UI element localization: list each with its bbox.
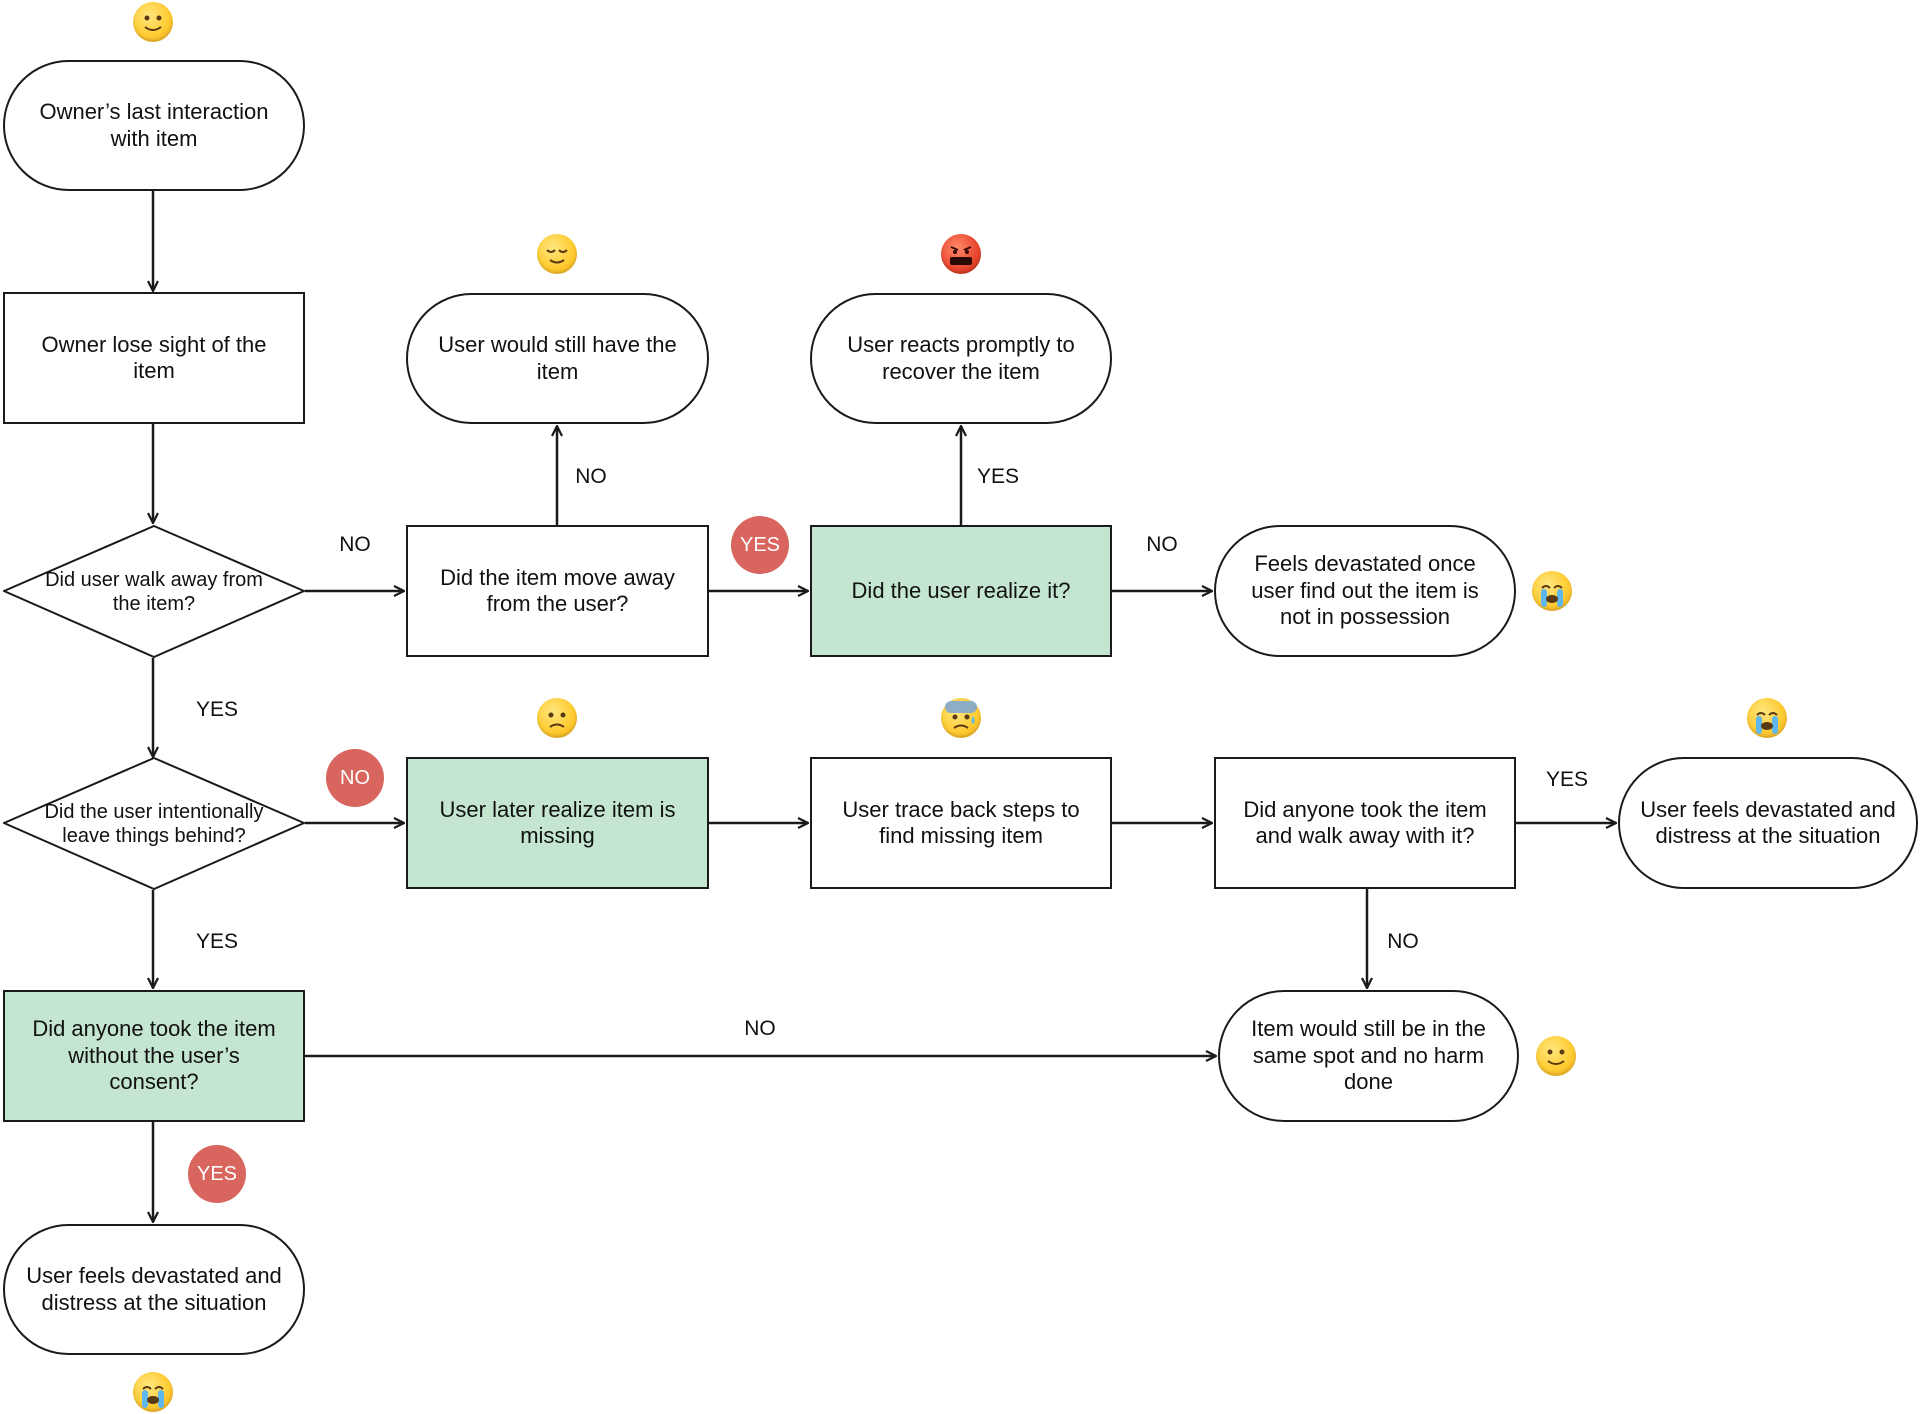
walk-away-text: Did user walk away from the item? [45,568,263,615]
devastated-possession-node: Feels devastated once user find out the … [1214,525,1516,657]
badge-intentional-no: NO [326,749,384,807]
still-have-node: User would still have the item [406,293,709,424]
edge-label-took-walk-yes: YES [1545,768,1589,791]
start-node: Owner’s last interaction with item [3,60,305,191]
worried-face-icon [537,698,577,738]
devastated-bottom-node: User feels devastated and distress at th… [3,1224,305,1355]
badge-consent-yes: YES [188,1145,246,1203]
trace-back-node: User trace back steps to find missing it… [810,757,1112,889]
realize-text: Did the user realize it? [851,577,1071,603]
face-with-symbols-on-mouth-icon [941,234,981,274]
anyone-took-consent-node: Did anyone took the item without the use… [3,990,305,1122]
intentional-diamond-shape [3,757,305,890]
walk-away-diamond-shape [3,525,305,658]
still-have-text: User would still have the item [438,332,677,384]
item-move-text: Did the item move away from the user? [440,564,675,616]
devastated-right-text: User feels devastated and distress at th… [1640,796,1896,848]
devastated-possession-text: Feels devastated once user find out the … [1251,551,1479,630]
realize-node: Did the user realize it? [810,525,1112,657]
reacts-text: User reacts promptly to recover the item [847,332,1075,384]
anyone-took-walk-node: Did anyone took the item and walk away w… [1214,757,1516,889]
edge-label-intentional-yes: YES [195,930,239,953]
slightly-smiling-face-right-icon [1536,1036,1576,1076]
devastated-bottom-text: User feels devastated and distress at th… [26,1263,282,1315]
later-realize-text: User later realize item is missing [439,796,676,848]
anxious-face-with-sweat-icon [941,698,981,738]
badge-move-yes: YES [731,516,789,574]
edge-label-walk-yes: YES [195,698,239,721]
later-realize-node: User later realize item is missing [406,757,709,889]
edge-label-realize-yes: YES [976,465,1020,488]
edge-label-realize-no: NO [1146,533,1178,556]
lose-sight-node: Owner lose sight of the item [3,292,305,424]
trace-back-text: User trace back steps to find missing it… [842,796,1080,848]
anyone-took-consent-text: Did anyone took the item without the use… [32,1016,276,1095]
reacts-node: User reacts promptly to recover the item [810,293,1112,424]
edge-label-walk-no: NO [339,533,371,556]
loudly-crying-face-right-icon [1747,698,1787,738]
intentional-decision: Did the user intentionally leave things … [3,757,305,890]
edge-label-consent-no: NO [744,1017,776,1040]
loudly-crying-face-bottom-icon [133,1372,173,1412]
item-move-node: Did the item move away from the user? [406,525,709,657]
start-node-text: Owner’s last interaction with item [39,99,269,151]
intentional-text: Did the user intentionally leave things … [44,800,264,847]
edge-label-move-no: NO [575,465,607,488]
anyone-took-walk-text: Did anyone took the item and walk away w… [1243,796,1487,848]
still-same-spot-text: Item would still be in the same spot and… [1251,1016,1486,1095]
still-same-spot-node: Item would still be in the same spot and… [1218,990,1519,1122]
slightly-smiling-face-icon [133,2,173,42]
lose-sight-text: Owner lose sight of the item [41,331,267,383]
devastated-right-node: User feels devastated and distress at th… [1618,757,1918,889]
edge-label-took-walk-no: NO [1387,930,1419,953]
relieved-face-icon [537,234,577,274]
walk-away-decision: Did user walk away from the item? [3,525,305,658]
loudly-crying-face-icon [1532,571,1572,611]
